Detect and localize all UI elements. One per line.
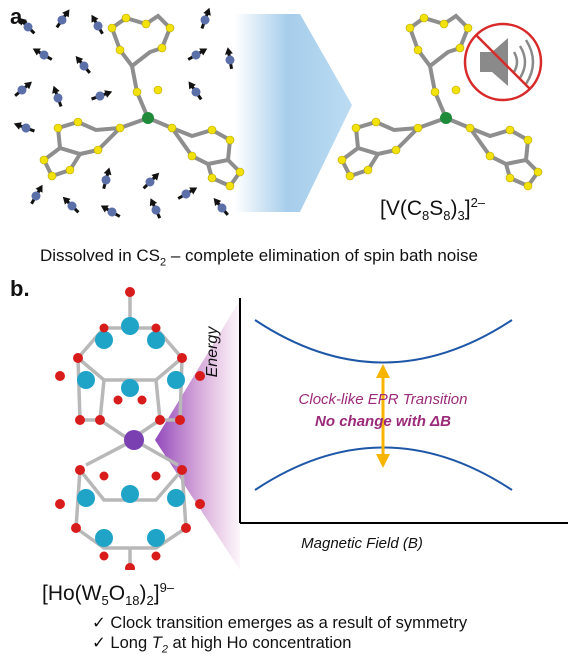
upper-energy-curve	[254, 319, 513, 364]
transition-arrow	[376, 364, 390, 468]
bullet-item: ✓ Long T2 at high Ho concentration	[92, 634, 352, 655]
check-icon: ✓	[92, 614, 106, 632]
energy-plot	[239, 298, 568, 524]
check-icon: ✓	[92, 634, 106, 652]
panel-b-label: b.	[10, 276, 30, 301]
formula-v-complex: [V(C8S8)3]2–	[380, 195, 486, 224]
panel-a-caption: Dissolved in CS2 – complete elimination …	[40, 246, 478, 269]
molecule-v-c8s8-left	[39, 13, 245, 191]
bullet-item: ✓ Clock transition emerges as a result o…	[92, 614, 468, 632]
spin-arrow-icon	[13, 7, 235, 219]
panel-b-illustration: Energy Clock-like EPR Transition No chan…	[55, 287, 568, 570]
molecule-v-c8s8-right	[337, 13, 543, 191]
y-axis-label: Energy	[204, 326, 221, 378]
x-axis-label: Magnetic Field (B)	[301, 535, 423, 552]
zoom-cone	[155, 300, 240, 570]
big-arrow-icon	[235, 14, 352, 212]
annotation-line-1: Clock-like EPR Transition	[299, 391, 468, 408]
annotation-line-2: No change with ΔB	[315, 413, 451, 430]
formula-ho-complex: [Ho(W5O18)2]9–	[42, 580, 175, 609]
muted-speaker-icon	[463, 22, 543, 102]
polyoxometalate-molecule	[55, 287, 205, 570]
panel-a-illustration	[13, 7, 543, 219]
